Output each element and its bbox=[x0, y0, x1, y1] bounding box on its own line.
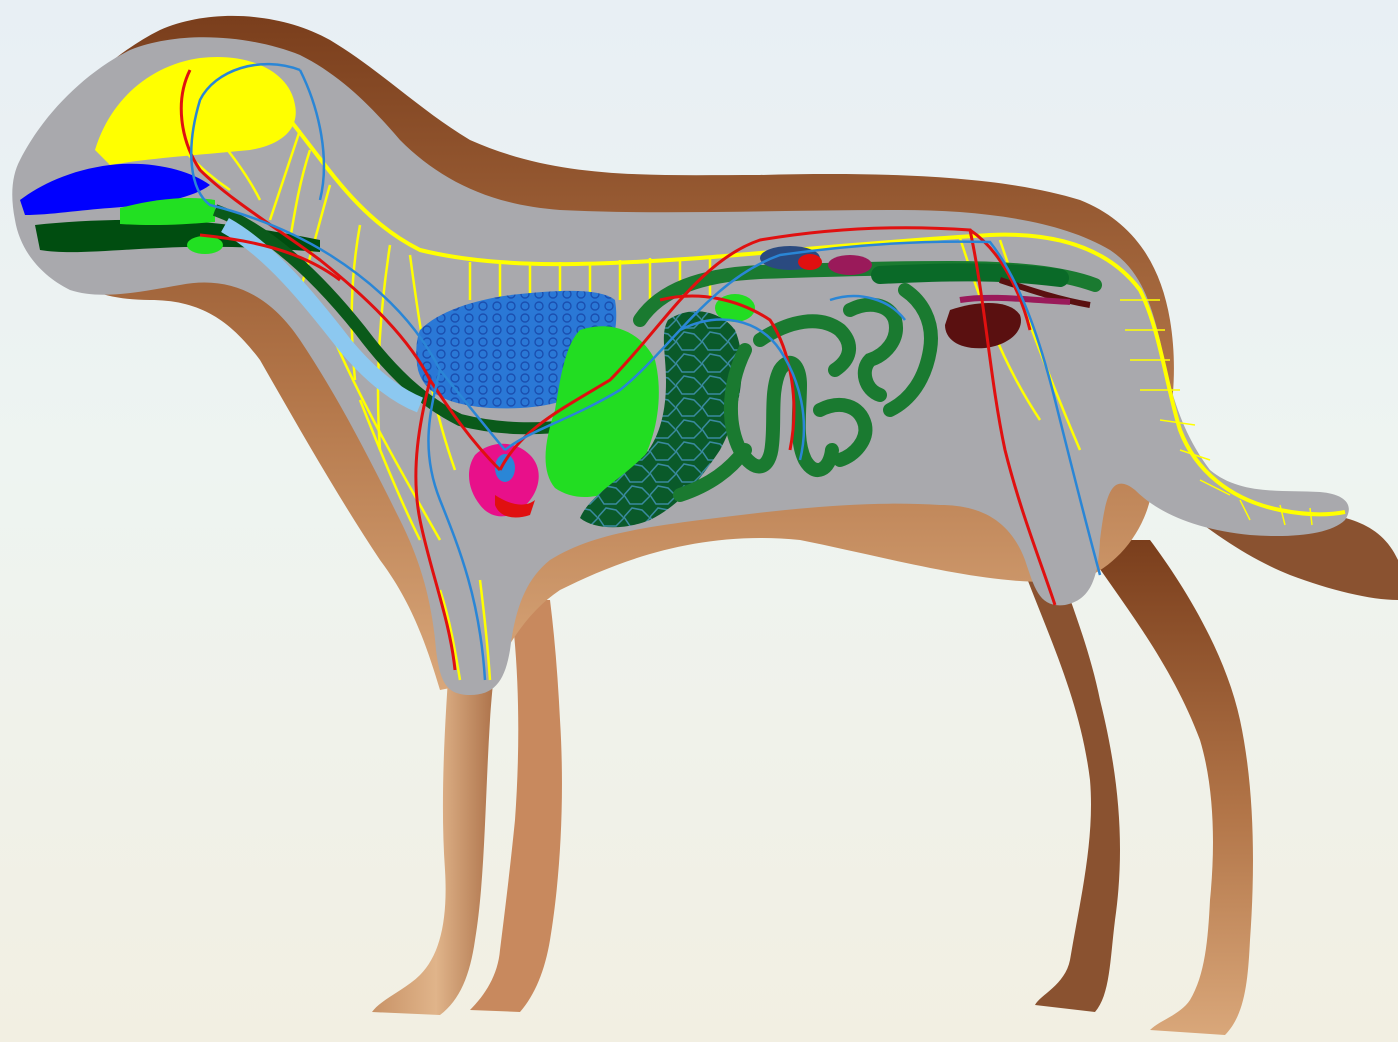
hind-leg-far bbox=[1020, 560, 1120, 1012]
adrenal bbox=[798, 254, 822, 270]
salivary-gland bbox=[187, 236, 223, 254]
spleen bbox=[828, 255, 872, 275]
front-leg-far bbox=[372, 640, 500, 1015]
